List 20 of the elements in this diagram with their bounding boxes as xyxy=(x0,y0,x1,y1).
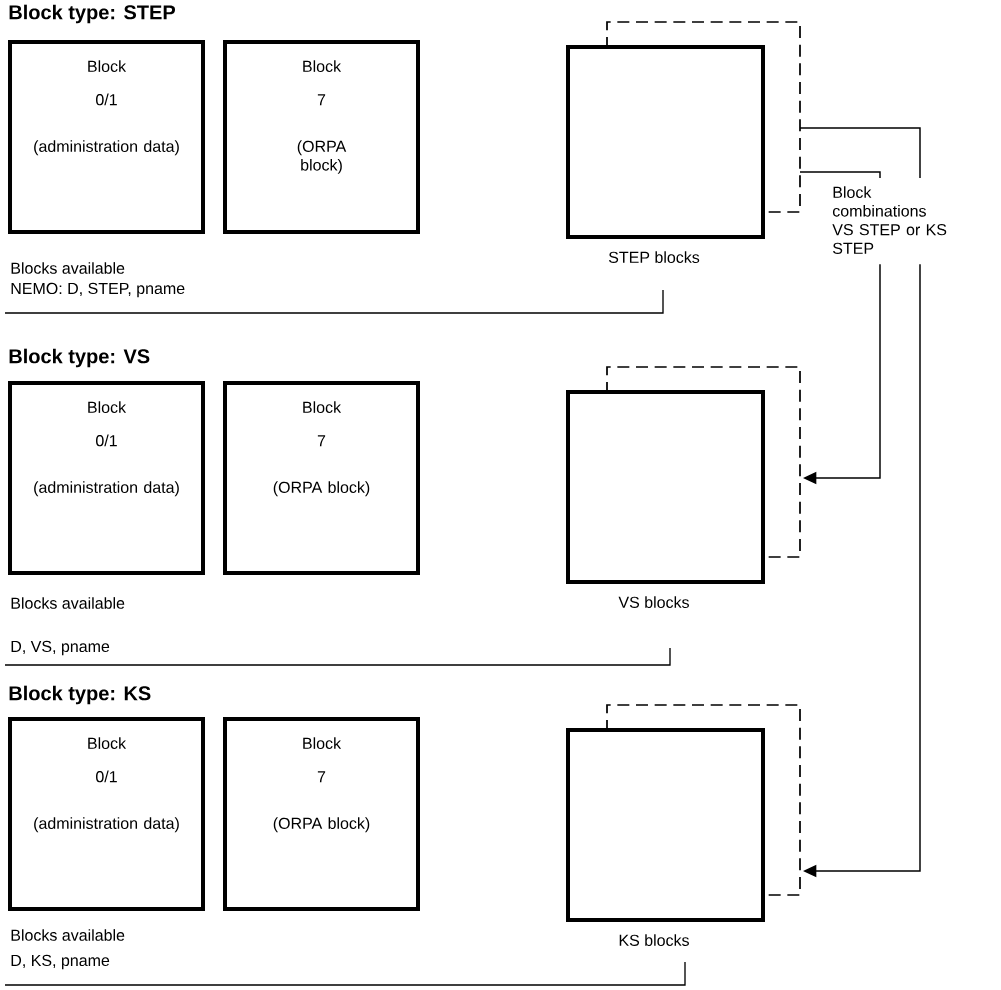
block-box: Block 0/1 (administration data) xyxy=(8,381,205,575)
block-stack-drawing xyxy=(566,704,801,922)
block-caption: STEP blocks xyxy=(608,251,700,263)
block-caption: VS blocks xyxy=(618,596,689,608)
note-text: Blocks available xyxy=(11,262,125,274)
note-text: D, VS, pname xyxy=(11,640,110,656)
block-caption: KS blocks xyxy=(619,934,689,946)
block-box: Block 0/1 (administration data) xyxy=(8,717,205,911)
block-box: Block 7 (ORPA block) xyxy=(223,717,420,911)
note-text: Blocks available xyxy=(11,597,125,609)
block-box: Block 7 (ORPA block) xyxy=(223,40,420,234)
block-box: Block 0/1 (administration data) xyxy=(8,40,205,234)
note-text: Blocks available xyxy=(11,929,125,941)
note-text: Block combinations VS STEP or KS STEP xyxy=(832,186,947,254)
note-text: D, KS, pname xyxy=(11,954,110,970)
block-box: Block 7 (ORPA block) xyxy=(223,381,420,575)
note-text: NEMO: D, STEP, pname xyxy=(11,282,185,298)
section-heading: Block type: STEP xyxy=(9,4,175,24)
block-stack-drawing xyxy=(566,366,801,584)
block-stack-drawing xyxy=(566,21,801,239)
